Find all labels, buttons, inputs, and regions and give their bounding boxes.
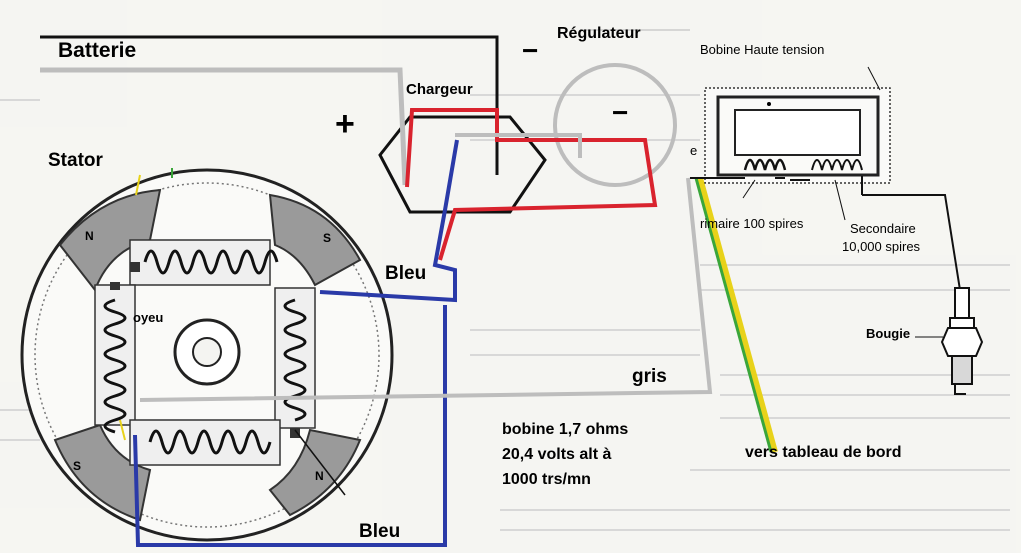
coil-spec-line2: 20,4 volts alt à (502, 446, 611, 463)
coil-spec-line1: bobine 1,7 ohms (502, 421, 628, 438)
pole-label-s2: S (73, 459, 81, 473)
dashboard-label: vers tableau de bord (745, 444, 902, 461)
hub-label: oyeu (133, 310, 163, 325)
spark-plug-label: Bougie (866, 326, 910, 341)
pole-label-s1: S (323, 231, 331, 245)
wire-to-spark-plug (862, 194, 961, 291)
stator-label: Stator (48, 150, 104, 171)
terminal-e-label: e (690, 143, 697, 158)
coil-bottom (148, 429, 272, 455)
blue-wire-label-top: Bleu (385, 263, 426, 284)
pole-label-n1: N (85, 229, 94, 243)
pole-label-n2: N (315, 469, 324, 483)
wire-yellow-dashboard (697, 177, 778, 453)
chargeur-label: Chargeur (406, 81, 473, 98)
wire-red-1 (405, 108, 577, 188)
wire-green-dashboard (694, 177, 773, 453)
hv-coil-label: Bobine Haute tension (700, 42, 824, 57)
primary-winding (743, 158, 787, 171)
grey-wire-label: gris (632, 366, 667, 387)
wire-blue-top (319, 139, 459, 303)
battery-label: Batterie (58, 39, 136, 62)
stator: N S S N oyeu (20, 168, 394, 542)
plus-sign: + (335, 105, 355, 143)
spark-plug: Bougie (866, 287, 984, 395)
pole-piece-se (268, 428, 362, 517)
wire-blue-bottom (133, 305, 447, 547)
high-tension-coil: Bobine Haute tension e rimaire 100 spire… (690, 42, 961, 291)
coil-spec-line3: 1000 trs/mn (502, 471, 591, 488)
secondary-turns-label: 10,000 spires (842, 239, 921, 254)
coil-left (103, 298, 127, 434)
pole-piece-nw (58, 188, 162, 293)
minus-sign-battery: − (522, 35, 538, 66)
regulateur-label: Régulateur (557, 25, 641, 42)
coil-top (143, 249, 279, 275)
wire-red-2 (438, 138, 658, 261)
wire-grey-regulator (455, 133, 582, 158)
pole-piece-ne (268, 193, 362, 287)
pole-piece-sw (53, 423, 152, 522)
wire-grey-battery (40, 67, 408, 186)
wire-grey-gris (139, 177, 713, 402)
regulateur-circle (553, 63, 677, 187)
secondary-label: Secondaire (850, 221, 916, 236)
secondary-winding (811, 159, 863, 171)
minus-sign-regulator: − (612, 97, 628, 128)
primary-label: rimaire 100 spires (700, 216, 804, 231)
blue-wire-label-bottom: Bleu (359, 521, 400, 542)
